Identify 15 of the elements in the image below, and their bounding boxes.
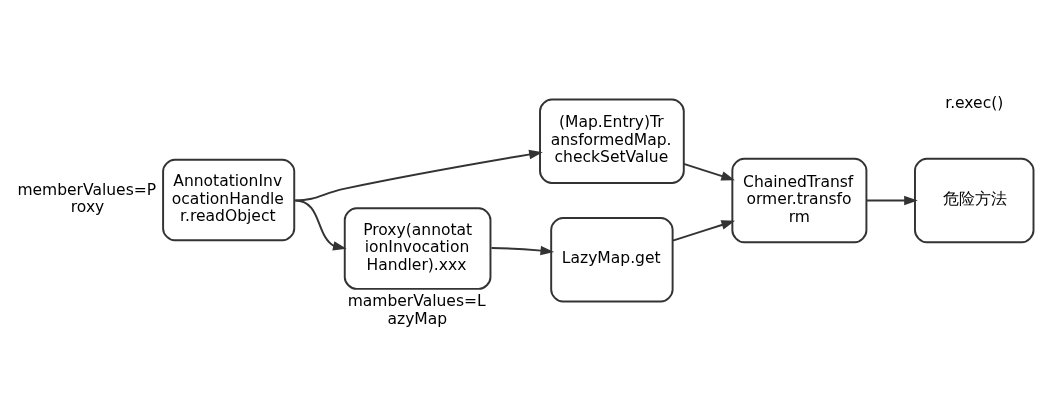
node-box: ChainedTransformer.transform bbox=[731, 157, 868, 244]
node-label: memberValues=Proxy bbox=[17, 180, 157, 217]
node-box: (Map.Entry)TransformedMap.checkSetValue bbox=[539, 98, 685, 184]
node-box: 危险方法 bbox=[914, 157, 1035, 244]
arrow bbox=[671, 220, 735, 242]
label: r.exec() bbox=[945, 94, 1004, 113]
node-box: LazyMap.get bbox=[550, 217, 674, 303]
arrow bbox=[490, 245, 555, 256]
node-box: AnnotationInvocationHandler.readObject bbox=[162, 158, 296, 242]
node-label: mamberValues=LazyMap bbox=[347, 292, 486, 328]
arrow bbox=[294, 199, 347, 251]
arrow bbox=[682, 162, 735, 181]
node-box: Proxy(annotationInvocationHandler).xxx bbox=[343, 207, 492, 290]
arrow bbox=[865, 195, 918, 206]
arrow bbox=[294, 149, 543, 202]
